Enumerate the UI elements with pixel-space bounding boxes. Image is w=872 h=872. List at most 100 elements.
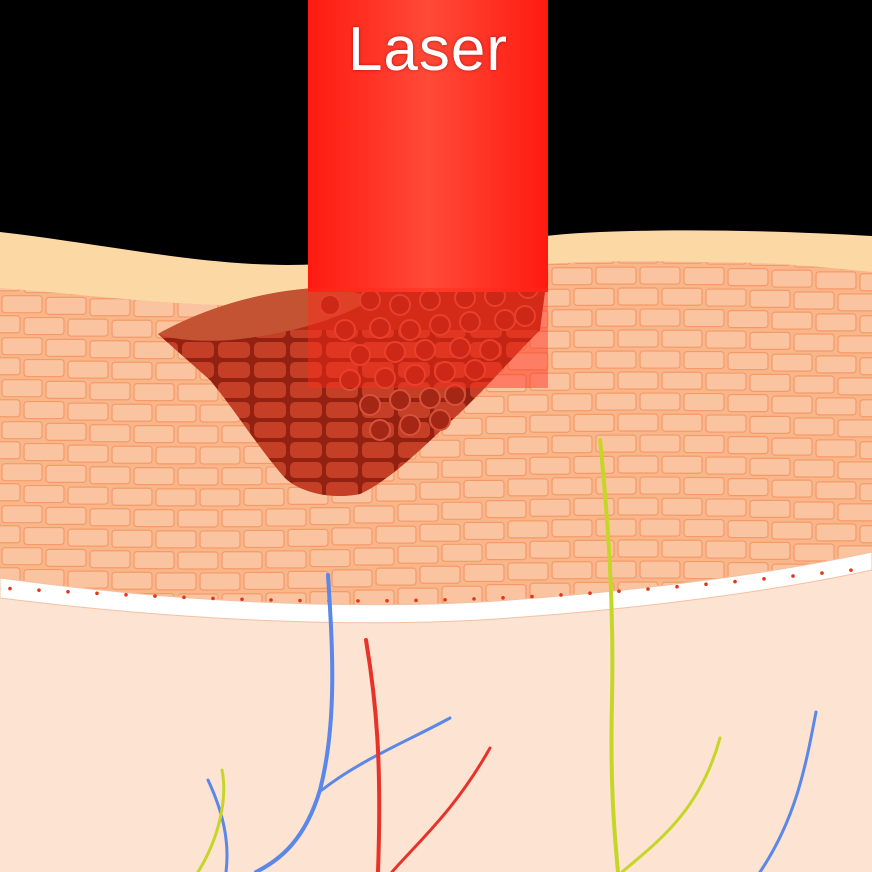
epidermis-cell	[617, 261, 659, 264]
epidermis-cell	[1, 421, 43, 440]
epidermis-cell	[177, 551, 219, 570]
epidermis-cell	[507, 562, 549, 581]
epidermis-cell	[815, 313, 857, 332]
epidermis-cell	[771, 479, 813, 498]
vaporized-cell	[369, 317, 391, 339]
epidermis-cell	[595, 560, 637, 579]
epidermis-cell	[771, 353, 813, 372]
epidermis-cell	[419, 481, 461, 500]
epidermis-cell	[815, 523, 857, 542]
epidermis-cell	[793, 333, 835, 352]
epidermis-cell	[749, 499, 791, 518]
nerve-fiber	[620, 736, 722, 872]
epidermis-cell	[67, 486, 109, 505]
vaporized-cell	[414, 339, 436, 361]
epidermis-cell	[1, 547, 43, 566]
epidermis-cell	[815, 355, 857, 374]
epidermis-cell	[23, 442, 65, 462]
epidermis-cell	[199, 530, 241, 549]
epidermis-cell	[0, 315, 21, 334]
epidermis-cell	[23, 400, 65, 420]
epidermis-cell	[287, 570, 329, 589]
epidermis-cell	[617, 329, 659, 348]
epidermis-cell	[45, 296, 87, 315]
epidermis-cell	[815, 271, 857, 290]
epidermis-cell	[133, 341, 175, 360]
epidermis-cell	[45, 422, 87, 441]
epidermis-cell	[287, 528, 329, 547]
epidermis-cell	[419, 565, 461, 584]
epidermis-cell	[705, 540, 747, 559]
epidermis-cell	[661, 261, 703, 264]
epidermis-cell	[111, 403, 153, 422]
epidermis-cell	[639, 434, 681, 453]
epidermis-cell	[529, 540, 571, 559]
epidermis-cell	[89, 424, 131, 443]
vaporized-cell	[399, 319, 421, 341]
basal-cell	[675, 584, 679, 589]
epidermis-cell	[727, 352, 769, 371]
epidermis-cell	[375, 483, 417, 502]
epidermis-cell	[705, 456, 747, 475]
epidermis-cell	[67, 570, 109, 589]
epidermis-cell	[661, 329, 703, 348]
epidermis-cell	[155, 488, 197, 507]
epidermis-cell	[133, 509, 175, 528]
epidermis-cell	[111, 445, 153, 464]
epidermis-cell	[749, 541, 791, 560]
epidermis-cell	[793, 291, 835, 310]
epidermis-cell	[397, 503, 439, 522]
basal-cell	[704, 582, 708, 586]
epidermis-cell	[529, 261, 571, 265]
epidermis-cell	[0, 441, 21, 460]
epidermis-cell	[551, 477, 593, 496]
epidermis-cell	[353, 547, 395, 566]
epidermis-cell	[529, 414, 571, 433]
epidermis-cell	[837, 461, 872, 480]
epidermis-cell	[397, 461, 439, 480]
epidermis-cell	[837, 419, 872, 438]
epidermis-cell	[199, 572, 241, 591]
basal-cell	[791, 574, 795, 578]
epidermis-cell	[573, 329, 615, 348]
epidermis-cell	[67, 318, 109, 337]
epidermis-cell	[595, 350, 637, 369]
epidermis-cell	[309, 507, 351, 526]
epidermis-cell	[441, 543, 483, 562]
epidermis-cell	[859, 441, 872, 460]
epidermis-cell	[595, 308, 637, 327]
epidermis-cell	[133, 551, 175, 570]
vaporized-cell	[514, 305, 536, 327]
epidermis-cell	[639, 476, 681, 495]
vaporized-cell	[334, 319, 356, 341]
epidermis-cell	[815, 481, 857, 500]
epidermis-cell	[617, 539, 659, 558]
vaporized-cell	[369, 419, 391, 441]
epidermis-cell	[683, 350, 725, 370]
epidermis-cell	[177, 383, 219, 402]
vaporized-cell	[429, 314, 451, 336]
basal-cell	[559, 593, 563, 597]
epidermis-cell	[661, 539, 703, 558]
epidermis-cell	[111, 529, 153, 548]
epidermis-cell	[155, 572, 197, 591]
basal-cell	[501, 596, 505, 600]
epidermis-cell	[551, 267, 593, 286]
epidermis-cell	[617, 371, 659, 390]
basal-cell	[733, 579, 737, 584]
epidermis-cell	[661, 413, 703, 432]
epidermis-cell	[837, 503, 872, 522]
epidermis-cell	[111, 361, 153, 380]
basal-cell	[66, 589, 70, 594]
laser-beam-penetration	[308, 288, 548, 388]
artery-vessel	[390, 746, 492, 872]
epidermis-cell	[397, 545, 439, 564]
epidermis-cell	[243, 529, 285, 549]
epidermis-cell	[837, 293, 872, 312]
epidermis-cell	[837, 335, 872, 354]
epidermis-cell	[45, 464, 87, 483]
epidermis-cell	[0, 483, 21, 502]
epidermis-cell	[133, 383, 175, 402]
epidermis-cell	[749, 289, 791, 308]
epidermis-cell	[683, 560, 725, 580]
